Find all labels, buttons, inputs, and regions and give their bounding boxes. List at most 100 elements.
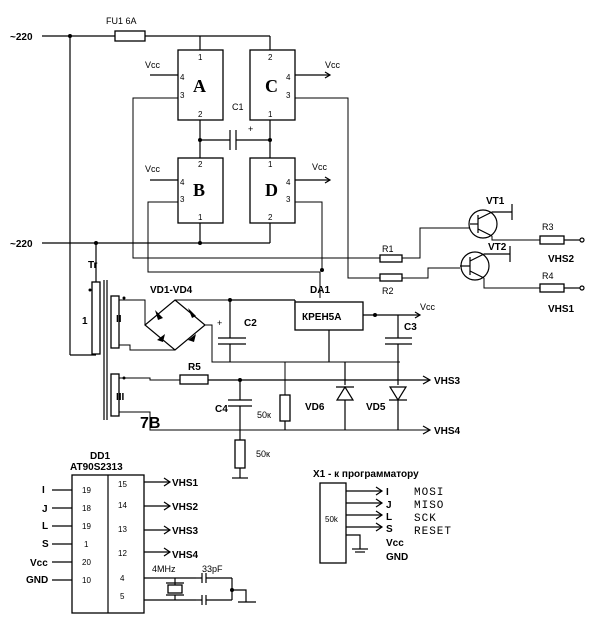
svg-text:SCK: SCK: [414, 513, 437, 525]
capacitor-33pf: 33pF: [196, 564, 256, 605]
svg-text:X1 - к программатору: X1 - к программатору: [313, 469, 419, 480]
capacitor-c1: C1 +: [198, 102, 272, 158]
svg-text:J: J: [42, 504, 48, 515]
svg-text:GND: GND: [386, 552, 408, 563]
svg-text:Vcc: Vcc: [30, 558, 48, 569]
mains-input-bottom: ~220: [10, 239, 270, 250]
svg-text:AT90S2313: AT90S2313: [70, 462, 123, 473]
diode-vd6: VD6: [305, 362, 355, 430]
svg-text:+: +: [217, 318, 222, 328]
svg-text:50к: 50к: [256, 449, 270, 459]
relay-a: A 1 4 3 2 Vcc: [145, 49, 224, 121]
svg-text:1: 1: [198, 213, 203, 222]
svg-text:L: L: [42, 521, 48, 532]
svg-text:50k: 50k: [325, 515, 339, 524]
svg-text:R2: R2: [382, 286, 394, 296]
svg-text:КРЕН5А: КРЕН5А: [302, 312, 341, 323]
svg-text:4: 4: [180, 178, 185, 187]
resistor-r2: R2: [379, 273, 403, 296]
svg-text:1: 1: [198, 53, 203, 62]
svg-text:I: I: [42, 485, 45, 496]
svg-text:C2: C2: [244, 318, 257, 329]
mains-top-label: ~220: [10, 32, 33, 43]
svg-text:5: 5: [120, 592, 125, 601]
svg-text:VD6: VD6: [305, 402, 325, 413]
vhs4-label: VHS4: [434, 426, 461, 437]
svg-text:15: 15: [118, 480, 127, 489]
svg-text:Tr: Tr: [88, 260, 98, 271]
svg-text:3: 3: [286, 91, 291, 100]
capacitor-c3: C3: [385, 315, 417, 362]
svg-text:1: 1: [84, 540, 89, 549]
svg-text:VD5: VD5: [366, 402, 386, 413]
svg-text:R1: R1: [382, 244, 394, 254]
capacitor-c4: C4 50к: [215, 380, 270, 479]
relay-b: B 2 4 3 1 Vcc: [145, 157, 224, 224]
svg-text:4: 4: [120, 574, 125, 583]
svg-text:3: 3: [180, 195, 185, 204]
svg-text:Vcc: Vcc: [312, 162, 328, 172]
diode-vd5: VD5: [366, 362, 408, 430]
vhs3-label: VHS3: [434, 376, 461, 387]
svg-text:4: 4: [286, 73, 291, 82]
svg-text:1: 1: [82, 316, 88, 327]
resistor-50k-top: 50к: [257, 361, 329, 430]
svg-text:2: 2: [268, 213, 273, 222]
relay-d: D 1 4 3 2 Vcc: [249, 157, 332, 224]
svg-text:18: 18: [82, 504, 91, 513]
mcu-dd1: DD1 AT90S2313 I 19 J 18 L 19 S 1 Vcc 20 …: [26, 451, 199, 614]
svg-text:12: 12: [118, 549, 127, 558]
svg-text:VD1-VD4: VD1-VD4: [150, 285, 193, 296]
svg-text:2: 2: [198, 160, 203, 169]
svg-text:R3: R3: [542, 222, 554, 232]
svg-text:Vcc: Vcc: [145, 60, 161, 70]
transformer-tr: Tr 1 II III 7B: [69, 36, 160, 432]
svg-text:19: 19: [82, 486, 91, 495]
svg-text:DA1: DA1: [310, 285, 330, 296]
svg-text:1: 1: [268, 160, 273, 169]
svg-text:VT2: VT2: [488, 242, 507, 253]
svg-text:DD1: DD1: [90, 451, 110, 462]
programming-header-x1: X1 - к программатору 50k I J L S Vcc GND…: [313, 469, 451, 564]
svg-text:2: 2: [268, 53, 273, 62]
transistor-vt1: VT1: [468, 196, 540, 241]
svg-text:33pF: 33pF: [202, 564, 223, 574]
resistor-r3: R3: [539, 222, 585, 245]
svg-text:10: 10: [82, 576, 91, 585]
svg-text:B: B: [193, 180, 205, 200]
svg-text:VHS1: VHS1: [172, 478, 199, 489]
svg-text:20: 20: [82, 558, 91, 567]
vhs1-label: VHS1: [548, 304, 575, 315]
svg-text:VT1: VT1: [486, 196, 505, 207]
svg-text:GND: GND: [26, 575, 48, 586]
svg-text:S: S: [386, 524, 393, 535]
fuse-fu1: [114, 30, 146, 42]
svg-text:C: C: [265, 76, 278, 96]
svg-text:Vcc: Vcc: [325, 60, 341, 70]
svg-text:~220: ~220: [10, 239, 33, 250]
svg-text:1: 1: [268, 110, 273, 119]
svg-text:4: 4: [180, 73, 185, 82]
svg-text:14: 14: [118, 501, 127, 510]
svg-text:Vcc: Vcc: [420, 302, 436, 312]
svg-text:Vcc: Vcc: [145, 164, 161, 174]
resistor-r1: R1: [379, 244, 403, 263]
svg-text:A: A: [193, 76, 206, 96]
svg-text:4MHz: 4MHz: [152, 564, 176, 574]
svg-text:C1: C1: [232, 102, 244, 112]
svg-text:MISO: MISO: [414, 500, 444, 512]
svg-text:C3: C3: [404, 322, 417, 333]
regulator-da1: DA1 КРЕН5А Vcc: [230, 285, 436, 362]
capacitor-c2: + C2: [217, 298, 257, 362]
svg-text:3: 3: [286, 195, 291, 204]
svg-text:R4: R4: [542, 271, 554, 281]
resistor-r4: R4: [539, 271, 585, 293]
svg-text:50к: 50к: [257, 410, 271, 420]
vhs2-label: VHS2: [548, 254, 575, 265]
fuse-label: FU1 6A: [106, 16, 137, 26]
svg-text:19: 19: [82, 522, 91, 531]
svg-text:MOSI: MOSI: [414, 487, 444, 499]
svg-text:I: I: [386, 487, 389, 498]
